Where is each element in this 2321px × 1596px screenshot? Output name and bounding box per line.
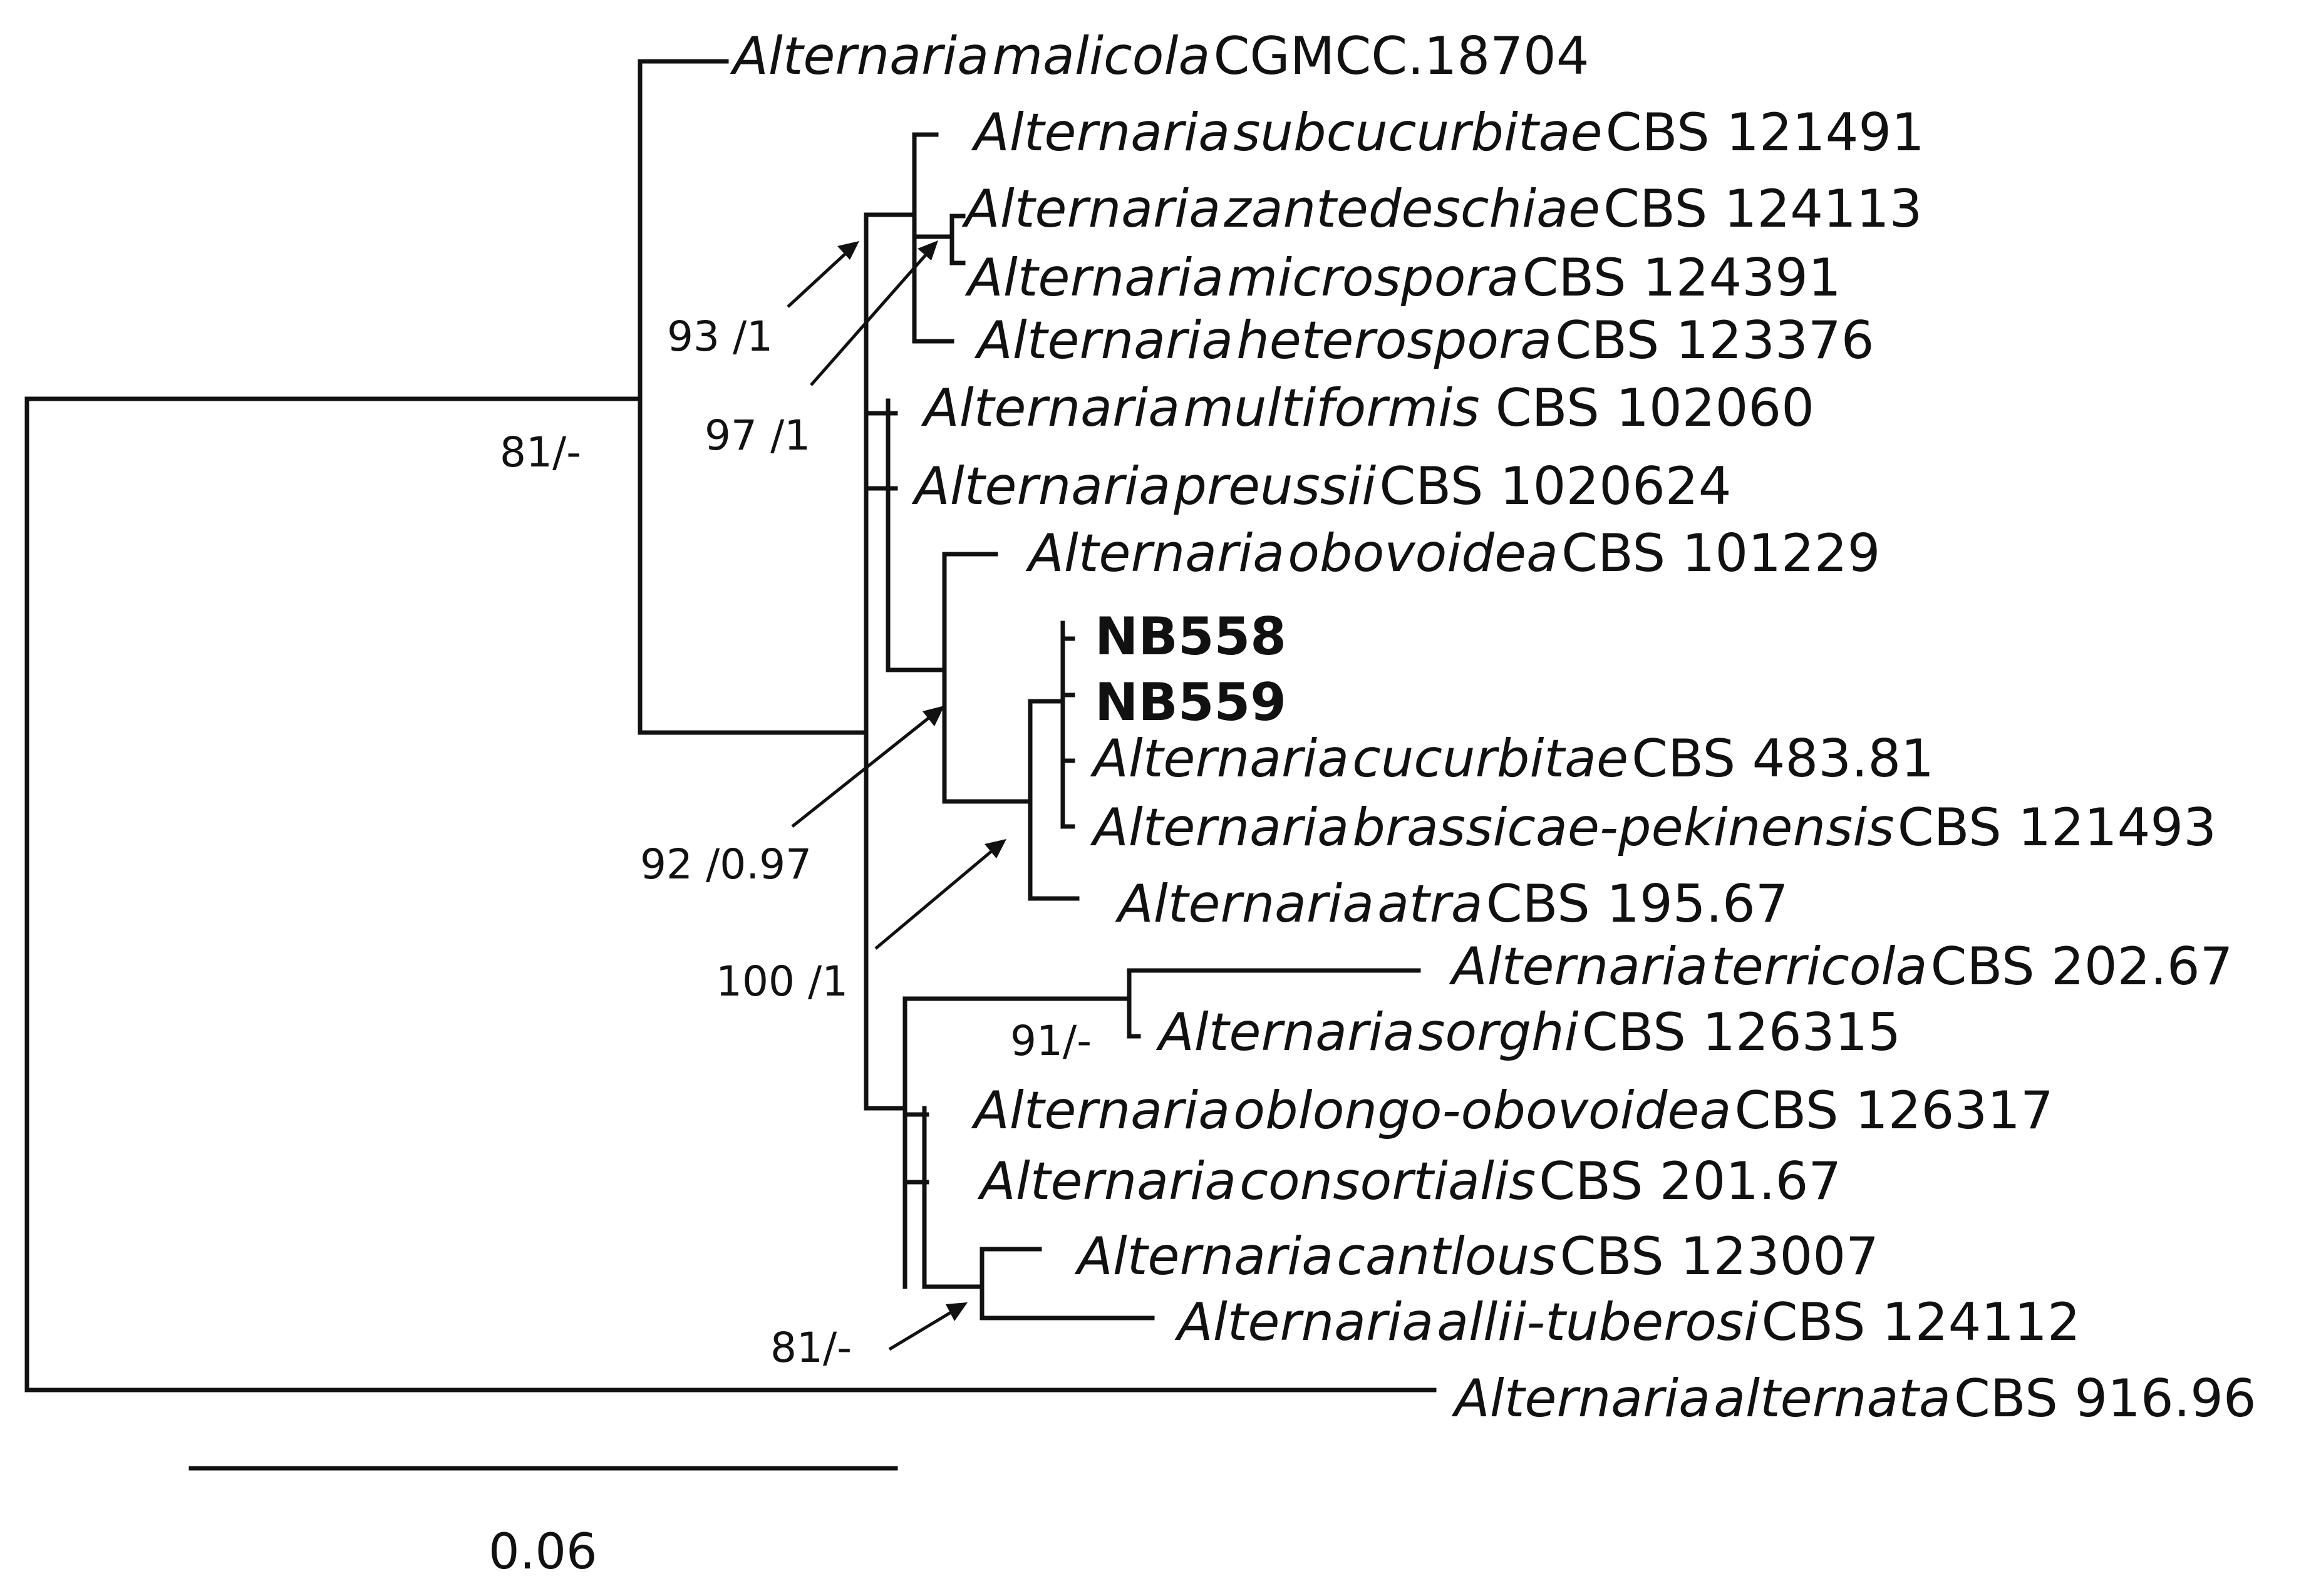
taxon-label: Alternaria microspora CBS 124391 — [964, 247, 1841, 308]
support-values: 81/- 93 /1 97 /1 92 /0.97 100 /1 91/- 81… — [500, 312, 1092, 1372]
support-value: 97 /1 — [705, 411, 810, 460]
taxon-label: Alternaria subcucurbitae CBS 121491 — [971, 102, 1925, 163]
taxon-label: Alternaria alternata CBS 916.96 — [1451, 1368, 2256, 1429]
arrow-93-head — [837, 241, 859, 260]
arrow-92-line — [791, 716, 931, 828]
support-value: 81/- — [770, 1324, 852, 1372]
taxon-label: Alternaria atra CBS 195.67 — [1115, 873, 1789, 934]
taxon-label: Alternaria zantedeschiae CBS 124113 — [961, 178, 1923, 239]
arrow-92-head — [923, 706, 944, 726]
scale-bar-label: 0.06 — [488, 1524, 597, 1580]
branch-to-cantlous-group — [922, 1184, 985, 1289]
arrow-100-line — [874, 849, 994, 950]
support-value: 91/- — [1010, 1017, 1092, 1065]
arrow-97-line — [810, 252, 928, 386]
support-value: 92 /0.97 — [640, 840, 812, 888]
tree-branches — [24, 59, 1437, 1393]
taxon-labels: Alternaria malicola CGMCC.18704 Alternar… — [730, 26, 2256, 1429]
arrow-81b-head — [946, 1302, 968, 1321]
support-value: 81/- — [500, 428, 581, 476]
taxon-label: Alternaria brassicae-pekinensis CBS 1214… — [1090, 797, 2216, 858]
taxon-label: Alternaria oblongo-obovoidea CBS 126317 — [971, 1080, 2054, 1141]
arrow-100-head — [985, 839, 1006, 858]
isolate-label: NB559 — [1095, 672, 1286, 733]
taxon-label: Alternaria heterospora CBS 123376 — [974, 310, 1874, 371]
taxon-label: Alternaria preussii CBS 1020624 — [911, 456, 1732, 517]
support-arrows — [787, 240, 1006, 1351]
taxon-label: Alternaria terricola CBS 202.67 — [1449, 936, 2233, 997]
arrow-93-line — [787, 252, 847, 308]
taxon-label: Alternaria obovoidea CBS 101229 — [1025, 523, 1880, 584]
taxon-label: Alternaria consortialis CBS 201.67 — [977, 1151, 1841, 1212]
arrow-97-head — [918, 240, 938, 260]
branch-to-obovoidea-clade — [886, 486, 947, 672]
support-value: 100 /1 — [716, 957, 848, 1006]
isolate-label: NB558 — [1095, 606, 1286, 667]
support-value: 93 /1 — [667, 312, 773, 361]
arrow-81b-line — [888, 1310, 953, 1351]
taxon-label: Alternaria cantlous CBS 123007 — [1074, 1226, 1879, 1287]
taxon-label: Alternaria sorghi CBS 126315 — [1155, 1002, 1901, 1063]
taxon-label: Alternaria cucurbitae CBS 483.81 — [1090, 728, 1934, 789]
scale-bar: 0.06 — [189, 1466, 898, 1580]
taxon-label: Alternaria allii-tuberosi CBS 124112 — [1174, 1292, 2081, 1352]
taxon-label: Alternaria multiformis CBS 102060 — [921, 378, 1814, 438]
taxon-label: Alternaria malicola CGMCC.18704 — [730, 26, 1590, 86]
